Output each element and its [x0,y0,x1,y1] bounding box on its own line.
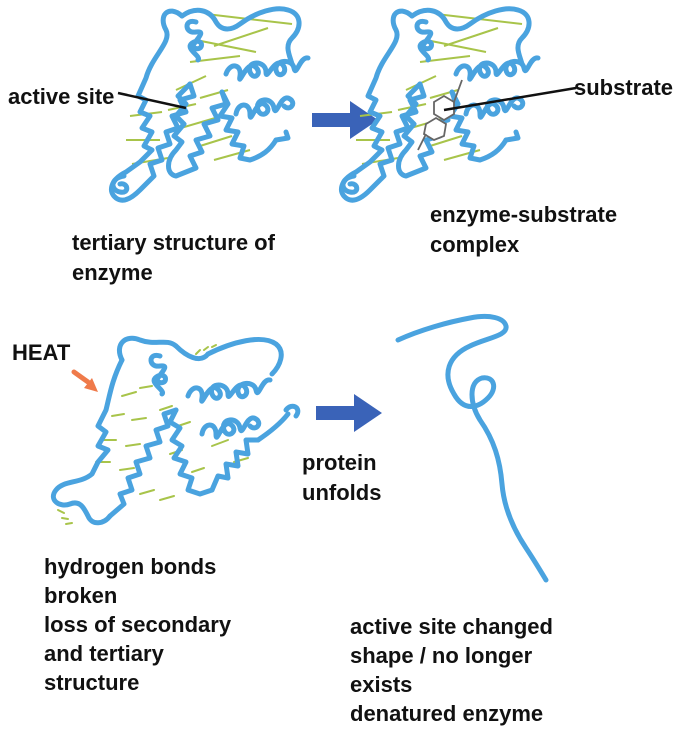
active-site-pointer [117,91,187,110]
denatured-enzyme-caption: active site changed shape / no longer ex… [350,612,553,728]
tertiary-structure-caption: tertiary structure of enzyme [72,228,275,288]
caption-line: exists [350,672,413,697]
enzyme-substrate-complex-caption: enzyme-substrate complex [430,200,617,260]
caption-line: and tertiary [44,641,164,666]
enzyme-tertiary-structure [111,9,308,200]
caption-line: enzyme [72,260,153,285]
caption-line: enzyme-substrate [430,202,618,227]
caption-line: active site changed [350,614,553,639]
arrow-unfolds [316,394,382,432]
enzyme-substrate-complex [341,9,577,200]
caption-line: hydrogen bonds [44,554,217,579]
caption-line: shape / no longer [350,643,533,668]
arrow-forms-complex [312,101,378,139]
unfolded-protein-strand [395,313,549,583]
caption-line: broken [44,583,118,608]
heated-enzyme [50,335,301,526]
substrate-pointer [443,86,577,112]
bonds-broken-caption: hydrogen bonds broken loss of secondary … [44,552,231,697]
caption-line: tertiary structure of [72,230,275,255]
caption-line: loss of secondary [44,612,232,637]
heat-label: HEAT [12,340,71,365]
heat-arrow-icon [71,369,98,392]
caption-line: structure [44,670,140,695]
substrate-label: substrate [574,75,674,100]
active-site-label: active site [8,84,115,109]
protein-unfolds-caption: protein unfolds [302,448,381,508]
caption-line: protein [302,450,377,475]
caption-line: unfolds [302,480,382,505]
caption-line: complex [430,232,520,257]
caption-line: denatured enzyme [350,701,544,726]
substrate-molecule [417,79,463,151]
